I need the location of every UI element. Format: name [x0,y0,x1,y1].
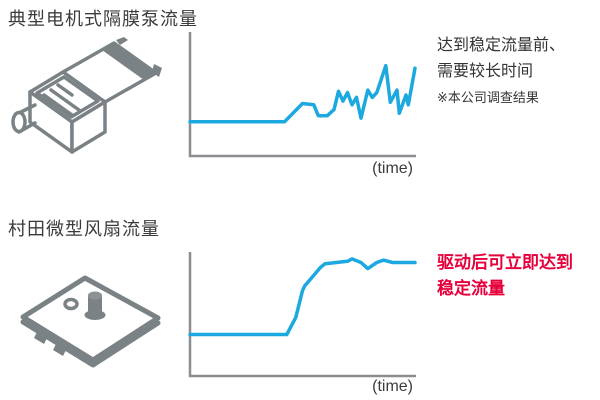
pump-top-inset [35,75,100,119]
time-axis-label: (time) [372,378,413,395]
blower-nozzle-body [88,295,102,315]
pump-motor-collar [102,43,156,80]
chart-axes [188,32,416,158]
blower-vent-hole [63,297,79,311]
pump-motor-terminal-top [116,37,128,45]
pump-section-title: 典型电机式隔膜泵流量 [8,9,198,29]
pump-flow-chart [188,32,417,158]
pump-flow-line [188,63,417,124]
pump-stability-annotation: 达到稳定流量前、 需要较长时间 [437,37,566,80]
micro-blower-icon [20,275,161,368]
time-axis-label: (time) [372,160,413,177]
blower-stability-annotation: 驱动后可立即达到 稳定流量 [437,253,573,298]
pump-motor-terminal-side [152,64,162,77]
pump-top-slots [42,83,81,117]
pump-right-face [70,100,107,154]
pump-nozzle-icon [11,110,27,134]
survey-note: ※本公司调查结果 [437,90,539,105]
blower-tab-1 [34,332,47,344]
chart-axes [188,252,416,378]
blower-flow-line [188,257,417,337]
blower-section-title: 村田微型风扇流量 [8,219,160,239]
diaphragm-pump-icon [11,37,162,154]
blower-tab-2 [53,344,66,356]
blower-flow-chart [188,252,417,378]
blower-nozzle-top [88,291,102,300]
